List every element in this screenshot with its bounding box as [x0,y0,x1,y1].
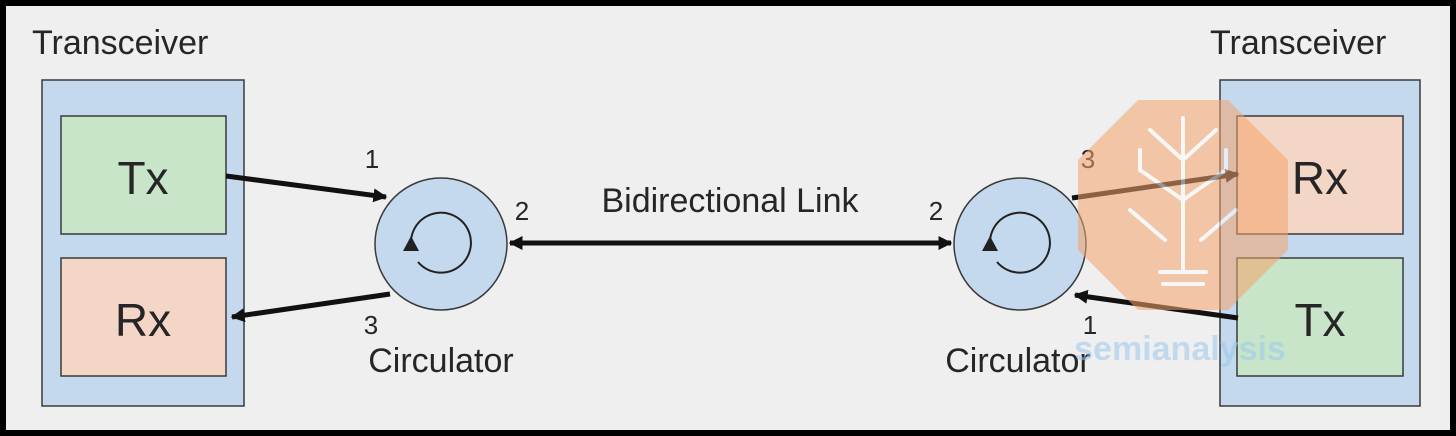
circular-arrow-icon [989,211,1051,274]
right-transceiver: Transceiver Rx Tx [1210,24,1421,407]
left-transceiver-title: Transceiver [32,24,208,62]
left-rx-label: Rx [115,294,171,346]
right-port-2: 2 [929,196,943,226]
left-circulator-circle [374,177,508,311]
watermark-text: semianalysis [1074,330,1286,368]
right-circulator: Circulator 1 2 3 [929,144,1097,380]
left-circulator: Circulator 1 2 3 [364,144,529,380]
right-circulator-circle [953,177,1087,311]
left-port-3: 3 [364,310,378,340]
left-tx-label: Tx [117,152,168,204]
circular-arrow-icon [410,211,472,274]
left-rx-block [60,257,227,377]
left-port-1: 1 [365,144,379,174]
left-transceiver: Transceiver Tx Rx [32,24,245,407]
semianalysis-watermark: semianalysis [1074,100,1288,368]
right-port-1: 1 [1083,310,1097,340]
tx-to-left-circulator-arrow [225,173,388,203]
left-port-2: 2 [515,196,529,226]
bidirectional-link-label: Bidirectional Link [601,182,859,220]
left-tx-block [60,115,227,235]
left-circulator-label: Circulator [368,342,513,380]
right-transceiver-title: Transceiver [1210,24,1386,62]
circular-arrowhead-icon [403,236,419,251]
right-tx-block [1236,257,1404,377]
left-circulator-to-rx-arrow [230,291,391,323]
right-circulator-label: Circulator [945,342,1090,380]
right-rx-label: Rx [1292,152,1348,204]
circular-arrowhead-icon [982,236,998,251]
watermark-tree-icon [1128,116,1238,286]
right-tx-label: Tx [1294,294,1345,346]
